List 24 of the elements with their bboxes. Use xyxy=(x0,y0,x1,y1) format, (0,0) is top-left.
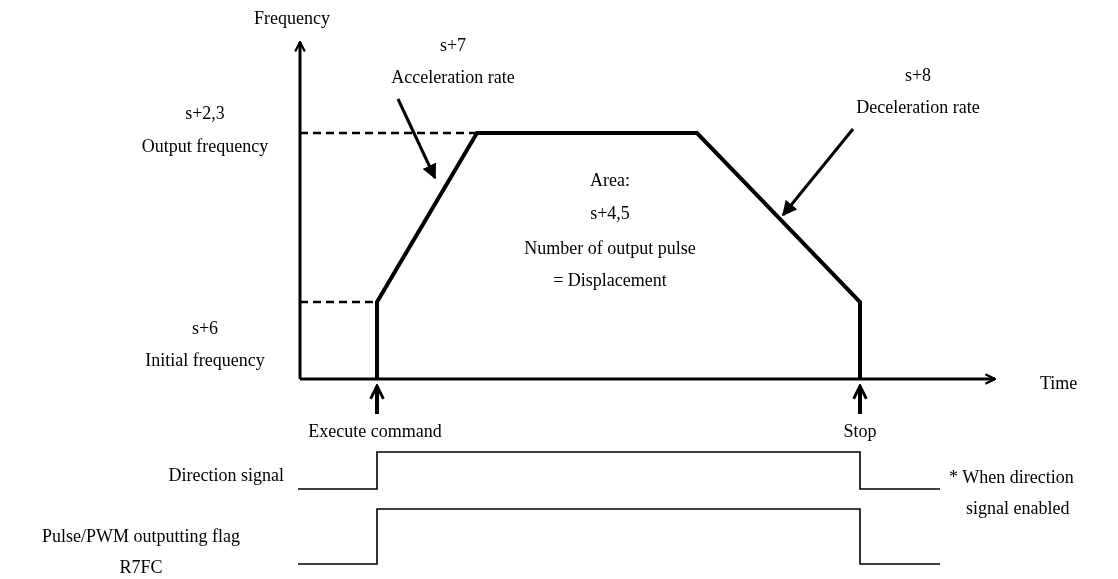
leader-arrow xyxy=(396,98,437,180)
label-text: Output frequency xyxy=(141,135,269,157)
label-text: Direction signal xyxy=(168,464,284,486)
pointer-arrow xyxy=(852,384,868,414)
annotation-label: Deceleration rate xyxy=(856,96,980,119)
label-text: s+6 xyxy=(191,317,219,339)
footnote-text: * When direction signal enabled xyxy=(949,466,1075,520)
label-text: Frequency xyxy=(254,7,330,29)
label-text: Initial frequency xyxy=(145,349,265,371)
annotation-label: Acceleration rate xyxy=(391,66,515,89)
label-text: = Displacement xyxy=(553,269,667,291)
label-text: Pulse/PWM outputting flag xyxy=(42,525,240,547)
label-text: Time xyxy=(1040,372,1078,394)
annotation-label: Execute command xyxy=(308,420,442,443)
label-text: s+4,5 xyxy=(590,202,630,224)
label-text: s+2,3 xyxy=(185,102,225,124)
pointer-arrow xyxy=(369,384,385,414)
annotation-label: Stop xyxy=(843,420,877,443)
label-text: Number of output pulse xyxy=(524,237,696,259)
label-text: Area: xyxy=(590,169,630,191)
label-text: R7FC xyxy=(119,556,163,578)
leader-arrow xyxy=(781,128,855,217)
annotation-label: s+7 xyxy=(438,34,468,57)
annotation-label: s+8 xyxy=(903,64,933,87)
